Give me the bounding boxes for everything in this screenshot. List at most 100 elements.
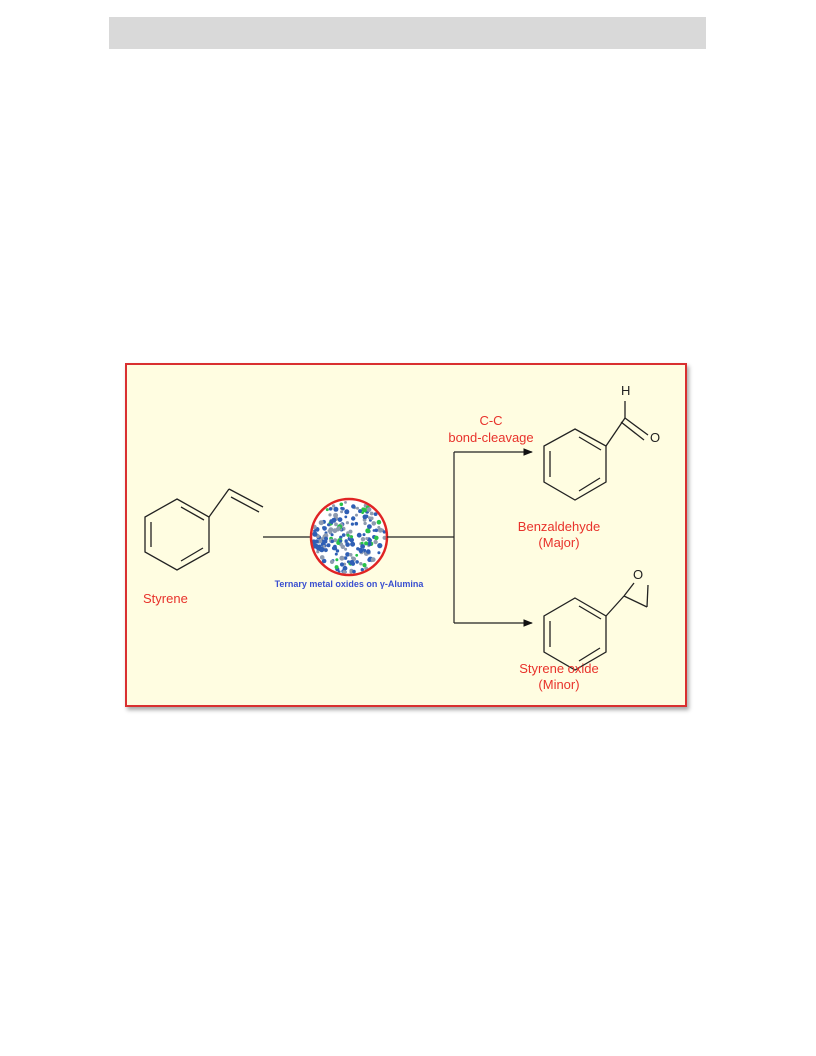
catalyst-particle	[314, 539, 319, 544]
catalyst-particle	[377, 525, 381, 529]
catalyst-particle	[344, 547, 348, 551]
catalyst-particle	[326, 543, 331, 548]
catalyst-particle	[366, 507, 372, 512]
catalyst-particle	[356, 506, 359, 510]
catalyst-particle	[322, 526, 327, 531]
catalyst-particle	[360, 541, 364, 545]
benzaldehyde-note: (Major)	[538, 535, 579, 550]
catalyst-particle	[377, 543, 383, 549]
catalyst-particle	[355, 560, 359, 564]
catalyst-particle	[367, 524, 372, 529]
catalyst-particle	[351, 556, 355, 560]
reaction-scheme-svg: Styrene Ternary metal oxides on γ-Alumin…	[143, 383, 660, 692]
catalyst-particle	[334, 552, 338, 556]
styrene-oxide-label: Styrene oxide	[519, 661, 599, 676]
catalyst-particle	[321, 558, 327, 564]
catalyst-particle	[366, 549, 371, 554]
catalyst-particle	[363, 521, 367, 526]
catalyst-particle	[365, 528, 371, 534]
catalyst-particle	[360, 568, 364, 572]
catalyst-particle	[382, 530, 386, 534]
catalyst-particle	[335, 549, 340, 553]
catalyst-particle	[346, 533, 350, 537]
catalyst-particle	[355, 513, 358, 517]
catalyst-particle	[340, 544, 345, 549]
catalyst-particle	[339, 502, 344, 507]
catalyst-particle	[344, 501, 347, 504]
catalyst-particle	[316, 550, 320, 554]
catalyst-particle	[358, 509, 363, 514]
catalyst-particle	[330, 533, 334, 537]
catalyst-particle	[367, 538, 372, 543]
catalyst-particle	[313, 543, 318, 548]
page-header-bar	[109, 17, 706, 49]
catalyst-particle	[373, 539, 378, 545]
catalyst-particle	[333, 506, 339, 512]
benzaldehyde-atom-h: H	[621, 383, 630, 398]
catalyst-particle	[349, 570, 353, 574]
catalyst-particle	[356, 532, 362, 538]
catalyst-particle	[348, 553, 353, 557]
catalyst-particle	[334, 565, 339, 570]
catalyst-particle	[342, 570, 347, 574]
catalyst-particle	[339, 555, 345, 561]
catalyst-particle	[374, 528, 379, 533]
catalyst-particle	[373, 512, 378, 516]
catalyst-particle	[350, 535, 354, 539]
catalyst-particle	[334, 522, 338, 527]
catalyst-particle	[350, 541, 354, 545]
catalyst-particle	[327, 523, 330, 527]
catalyst-particle	[365, 537, 369, 540]
catalyst-particle	[329, 559, 335, 564]
catalyst-particle	[344, 539, 348, 543]
catalyst-particle	[337, 517, 343, 522]
catalyst-particle	[369, 511, 374, 516]
catalyst-particle	[340, 510, 344, 514]
catalyst-particle	[361, 511, 364, 514]
catalyst-particle	[364, 541, 369, 546]
catalyst-particle	[370, 557, 376, 562]
catalyst-particle	[349, 559, 355, 566]
styrene-oxide-note: (Minor)	[538, 677, 579, 692]
catalyst-particle	[332, 504, 336, 508]
catalyst-particle	[330, 539, 334, 544]
catalyst-particle	[358, 548, 364, 554]
catalyst-particle	[382, 535, 386, 540]
catalyst-particle	[337, 526, 341, 530]
styrene-structure	[144, 498, 210, 571]
catalyst-particle	[362, 514, 368, 520]
catalyst-particle	[371, 521, 377, 526]
catalyst-particle	[376, 519, 382, 525]
catalyst-particle	[352, 569, 356, 574]
catalyst-sphere	[309, 497, 389, 577]
catalyst-particle	[362, 563, 367, 568]
catalyst-particle	[360, 537, 366, 542]
catalyst-particle	[335, 558, 339, 562]
catalyst-particle	[319, 555, 325, 560]
catalyst-particle	[331, 546, 337, 551]
catalyst-particle	[367, 541, 372, 546]
catalyst-particle	[312, 531, 318, 537]
catalyst-particle	[354, 521, 359, 526]
catalyst-particle	[343, 556, 348, 560]
catalyst-particle	[348, 529, 353, 534]
catalyst-particle	[328, 513, 332, 517]
catalyst-particle	[339, 562, 345, 567]
catalyst-particle	[333, 538, 338, 543]
catalyst-particle	[345, 542, 350, 547]
styrene-oxide-atom-o: O	[633, 567, 643, 582]
catalyst-particle	[356, 547, 360, 551]
catalyst-particle	[368, 516, 372, 520]
catalyst-particles	[312, 501, 386, 574]
styrene-vinyl-group	[208, 488, 264, 518]
styrene-oxide-structure	[543, 582, 649, 671]
catalyst-particle	[336, 540, 341, 545]
catalyst-particle	[331, 517, 337, 523]
catalyst-particle	[362, 508, 368, 513]
catalyst-particle	[362, 533, 366, 537]
catalyst-particle	[319, 547, 325, 553]
benzaldehyde-structure	[543, 401, 649, 501]
catalyst-particle	[324, 548, 328, 552]
catalyst-particle	[360, 544, 365, 549]
catalyst-particle	[324, 536, 328, 541]
